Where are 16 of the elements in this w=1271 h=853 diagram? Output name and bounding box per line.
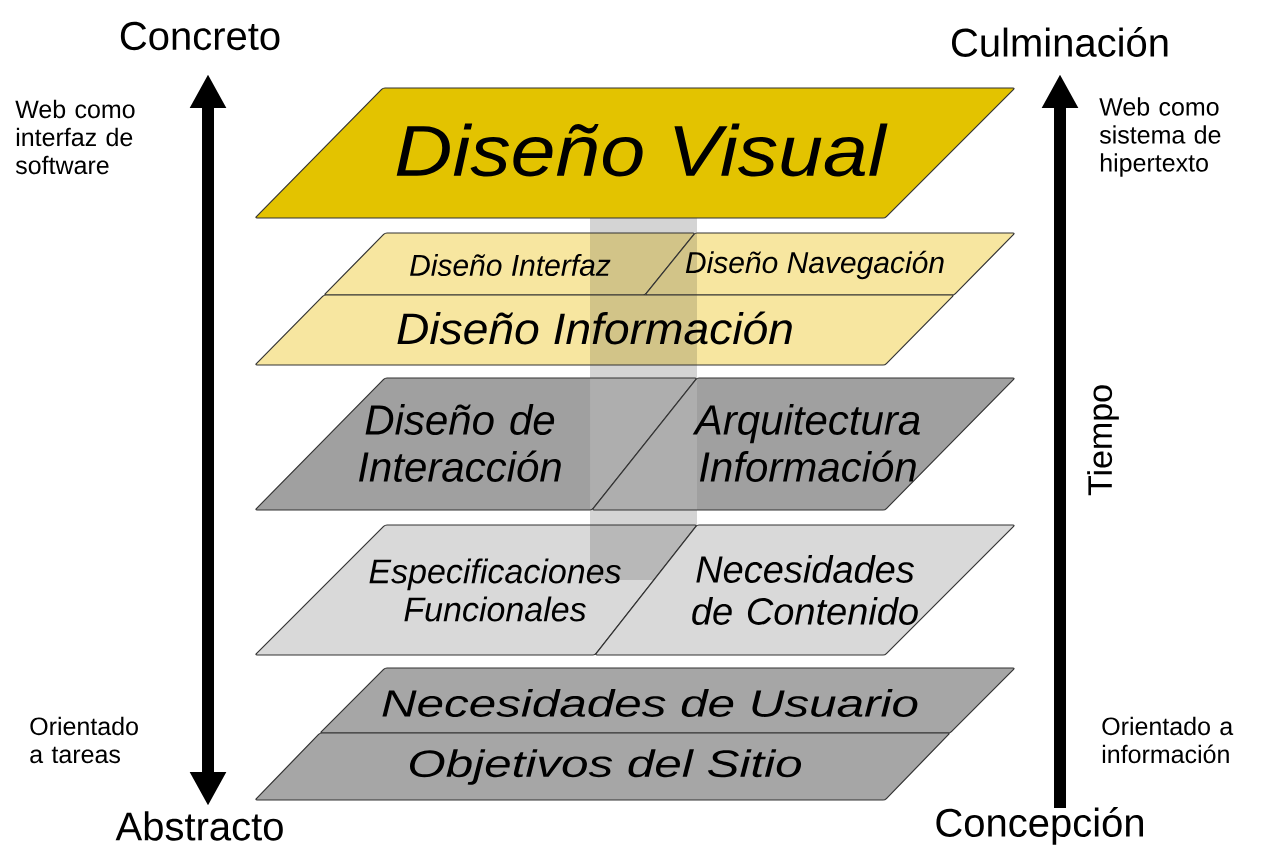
layer-plane: Necesidades de Usuario bbox=[320, 667, 1015, 734]
layer-plane: Diseño Navegación bbox=[645, 232, 1015, 296]
axis-label: Abstracto bbox=[115, 811, 283, 841]
axis-label: Culminación bbox=[952, 27, 1168, 57]
axis-label: Web como interfaz de software bbox=[15, 99, 135, 175]
axis-label: Orientado a información bbox=[1102, 716, 1234, 764]
layer-plane: Diseño Visual bbox=[255, 87, 1015, 219]
layer-plane: Objetivos del Sitio bbox=[255, 732, 950, 801]
node-label: Diseño Interfaz bbox=[410, 253, 611, 277]
axis-label: Concreto bbox=[120, 21, 280, 51]
axis-label: Orientado a tareas bbox=[30, 716, 138, 764]
axis-label: Concepción bbox=[936, 807, 1143, 845]
axis-label: Tiempo bbox=[1087, 385, 1119, 496]
axis-label: Web como sistema de hipertexto bbox=[1099, 97, 1221, 177]
layer-plane: Diseño Información bbox=[255, 294, 954, 366]
layer-plane: Arquitectura Información bbox=[592, 377, 1015, 511]
